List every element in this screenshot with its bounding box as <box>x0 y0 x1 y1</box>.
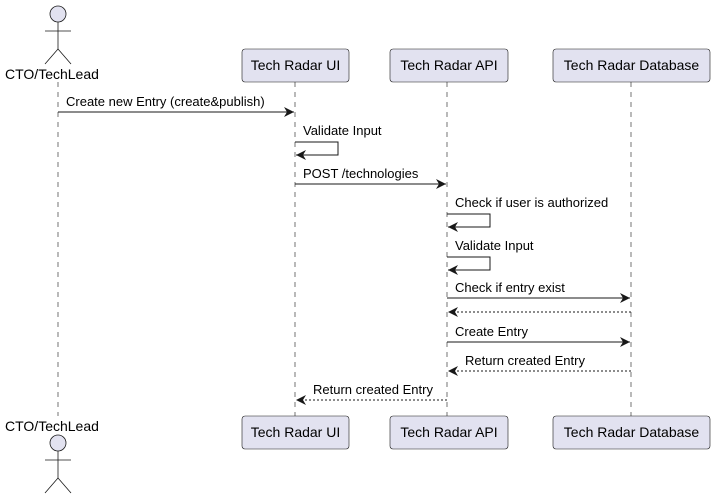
message: Return created Entry <box>296 382 447 405</box>
message: Return created Entry <box>448 353 631 376</box>
message-label: Validate Input <box>303 123 382 138</box>
message: Check if user is authorized <box>447 195 608 232</box>
message: Create Entry <box>447 324 630 347</box>
message-arrow <box>447 256 491 275</box>
participant-api-top: Tech Radar API <box>389 48 509 83</box>
actor-label-bottom: CTO/TechLead <box>5 418 99 434</box>
actor-icon <box>44 434 72 494</box>
actor-label-top: CTO/TechLead <box>5 66 99 82</box>
participant-ui-top: Tech Radar UI <box>241 48 350 83</box>
message: POST /technologies <box>295 166 446 189</box>
actor-icon <box>44 5 72 65</box>
message-arrow <box>295 141 339 160</box>
participant-label: Tech Radar UI <box>251 57 340 73</box>
message: Validate Input <box>447 238 534 275</box>
participant-label: Tech Radar Database <box>564 424 700 440</box>
participant-label: Tech Radar API <box>400 424 497 440</box>
message-label: Check if user is authorized <box>455 195 608 210</box>
participant-api-bottom: Tech Radar API <box>389 415 509 450</box>
message-label: Create new Entry (create&publish) <box>66 94 265 109</box>
message-label: Create Entry <box>455 324 528 339</box>
participant-db-bottom: Tech Radar Database <box>552 415 711 450</box>
participant-label: Tech Radar API <box>400 57 497 73</box>
message-label: Check if entry exist <box>455 280 565 295</box>
participant-ui-bottom: Tech Radar UI <box>241 415 350 450</box>
message: Validate Input <box>295 123 382 160</box>
message-label: Return created Entry <box>465 353 585 368</box>
message-arrow <box>447 213 491 232</box>
message: Create new Entry (create&publish) <box>58 94 294 117</box>
participant-label: Tech Radar UI <box>251 424 340 440</box>
message-label: Return created Entry <box>313 382 433 397</box>
message-label: Validate Input <box>455 238 534 253</box>
participant-label: Tech Radar Database <box>564 57 700 73</box>
message-label: POST /technologies <box>303 166 419 181</box>
participant-db-top: Tech Radar Database <box>552 48 711 83</box>
message: Check if entry exist <box>447 280 630 303</box>
